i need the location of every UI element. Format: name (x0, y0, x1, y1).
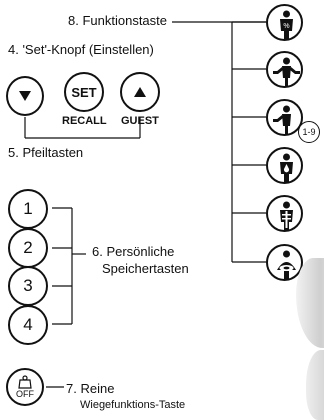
memory-button-4[interactable]: 4 (8, 305, 48, 345)
label-speichertasten-1: 6. Persönliche (92, 244, 175, 259)
memory-button-3[interactable]: 3 (8, 266, 48, 306)
age-range-icon (273, 105, 291, 134)
label-pfeiltasten: 5. Pfeiltasten (8, 145, 84, 160)
set-button[interactable]: SET (64, 72, 104, 112)
body-fat-percent-icon: % (280, 10, 293, 39)
label-wiege-1: 7. Reine (66, 381, 115, 396)
age-range-text: 1-9 (302, 127, 316, 137)
memory-button-4-label: 4 (23, 315, 33, 334)
arrow-up-icon (134, 87, 146, 97)
memory-button-1-label: 1 (23, 199, 33, 218)
arrow-down-icon (19, 91, 31, 101)
age-range-badge: 1-9 (298, 121, 320, 143)
arrow-down-button[interactable] (6, 76, 44, 116)
body-water-icon (280, 153, 293, 182)
label-set-knopf: 4. 'Set'-Knopf (Einstellen) (8, 42, 154, 57)
recall-label: RECALL (62, 115, 107, 127)
memory-button-1[interactable]: 1 (8, 189, 48, 229)
function-button-age[interactable] (266, 99, 303, 136)
arrow-up-button[interactable] (120, 72, 160, 112)
scale-device-shadow (306, 350, 324, 420)
svg-text:%: % (283, 23, 289, 30)
off-label: OFF (16, 389, 34, 399)
bone-mass-icon (280, 201, 293, 230)
function-button-water[interactable] (266, 147, 303, 184)
visceral-fat-icon (277, 250, 296, 279)
weight-icon (18, 375, 32, 389)
label-funktionstaste: 8. Funktionstaste (68, 13, 167, 28)
memory-button-2[interactable]: 2 (8, 228, 48, 268)
memory-button-3-label: 3 (23, 276, 33, 295)
label-speichertasten-2: Speichertasten (102, 261, 189, 276)
function-button-body-fat[interactable]: % (266, 4, 303, 41)
weigh-only-button[interactable]: OFF (6, 368, 44, 406)
set-button-label: SET (71, 84, 97, 100)
memory-button-2-label: 2 (23, 238, 33, 257)
guest-label: GUEST (121, 115, 159, 127)
muscle-mass-icon (273, 57, 300, 86)
function-button-visceral[interactable] (266, 244, 303, 281)
label-wiege-2: Wiegefunktions-Taste (80, 399, 186, 411)
function-button-bone[interactable] (266, 195, 303, 232)
function-button-muscle[interactable] (266, 51, 303, 88)
